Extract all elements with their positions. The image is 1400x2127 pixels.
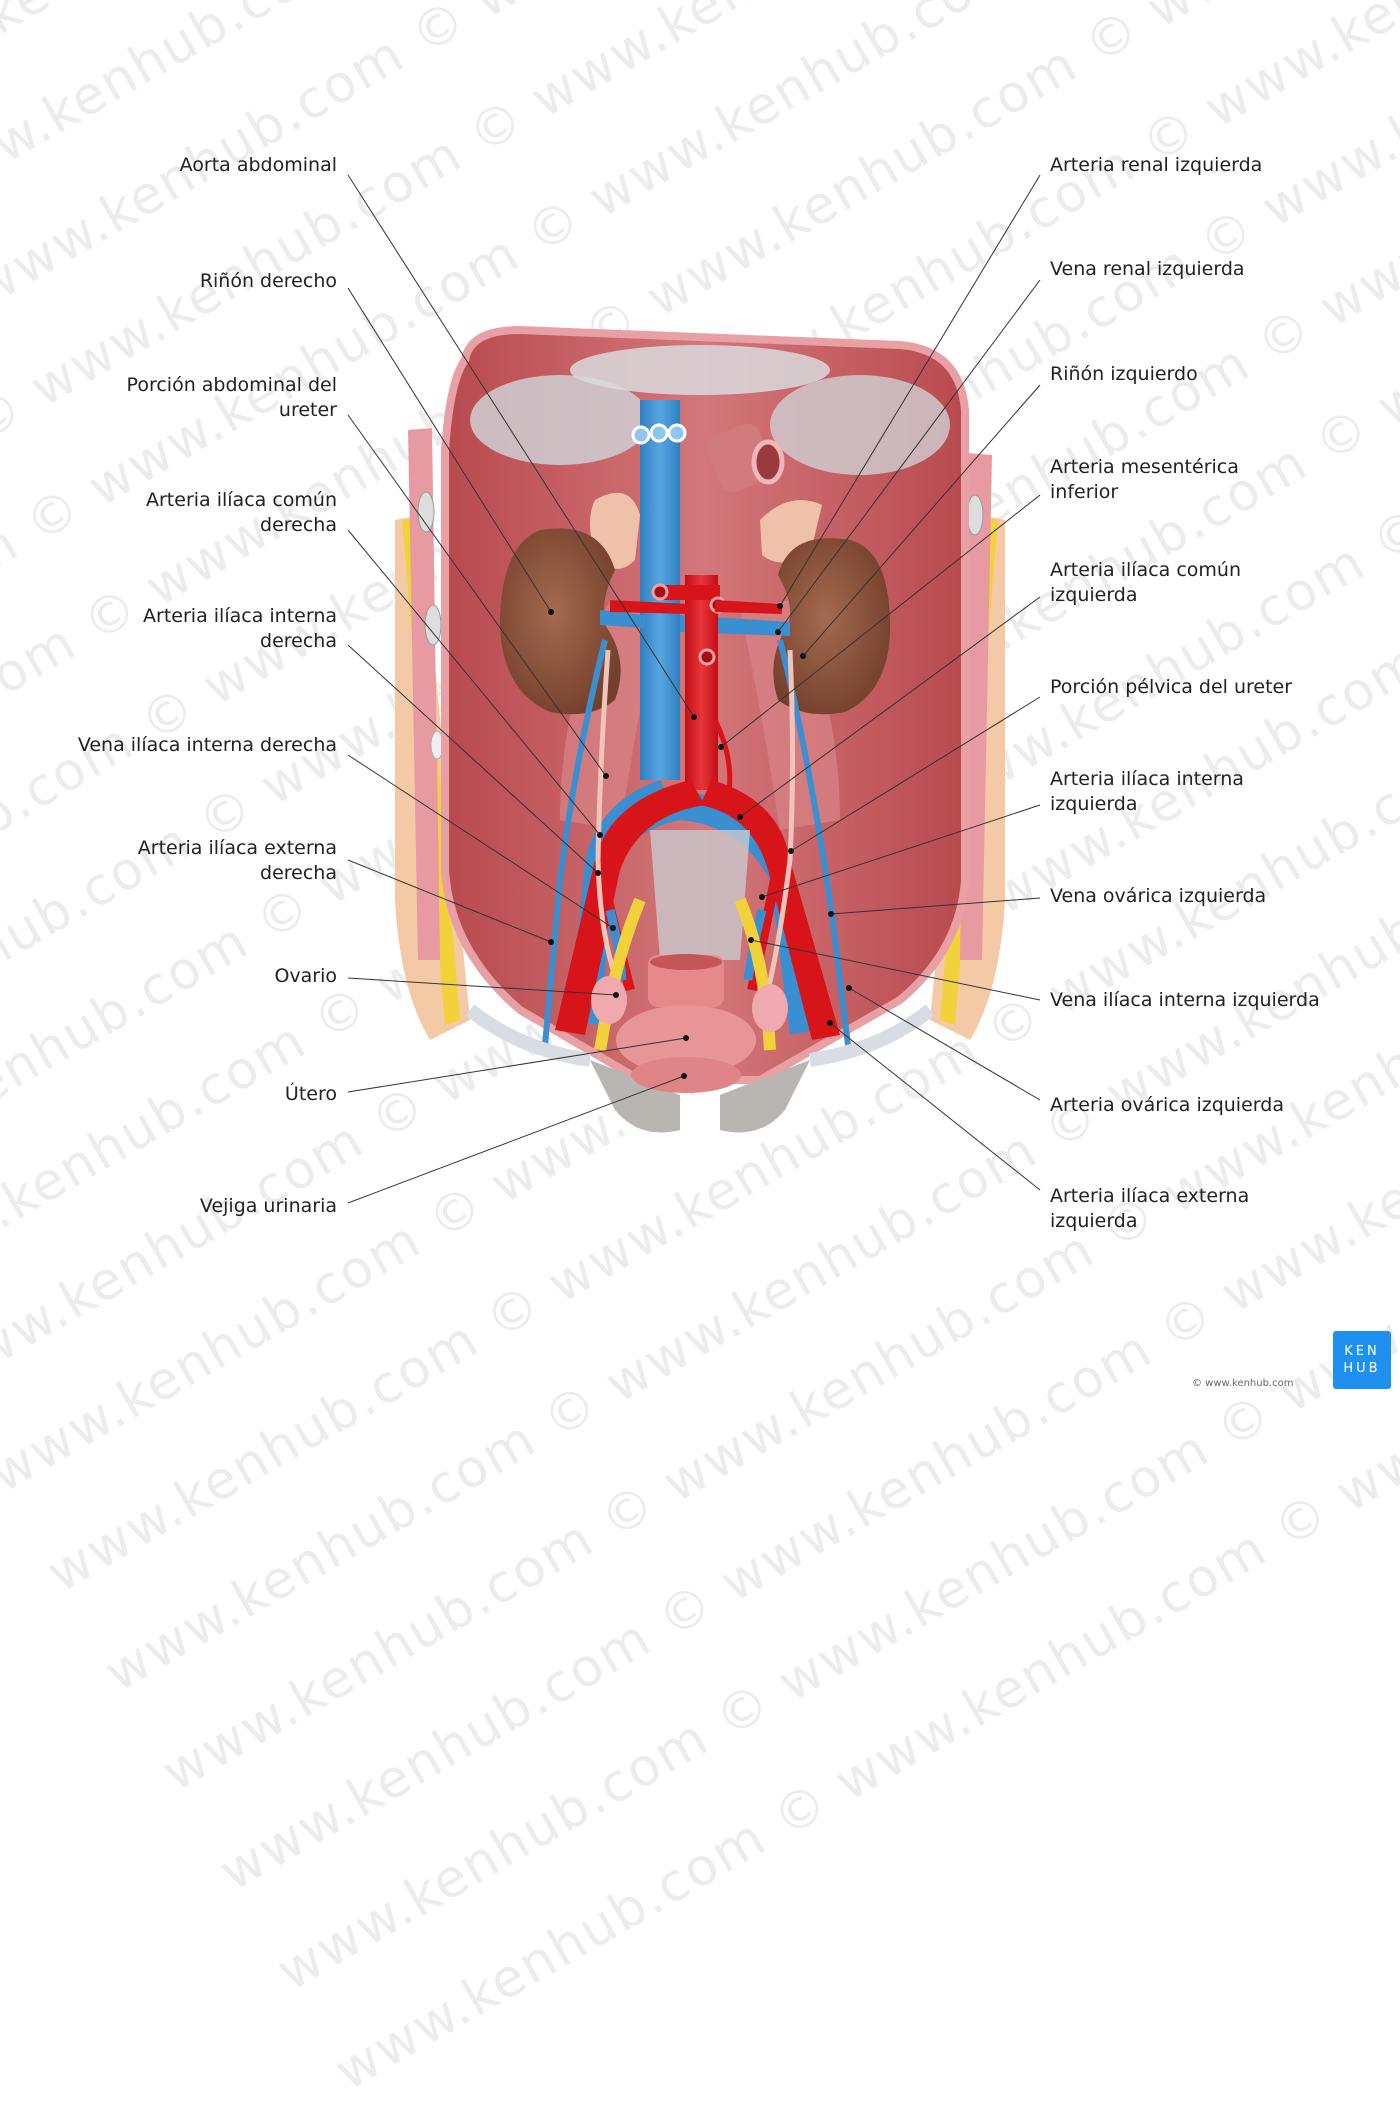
label-vejiga-urinaria[interactable]: Vejiga urinaria: [200, 1194, 337, 1219]
label-line: Arteria renal izquierda: [1050, 154, 1263, 176]
label-arteria-iliaca-interna-izquierda[interactable]: Arteria ilíaca interna izquierda: [1050, 767, 1244, 817]
ovary-left: [752, 984, 788, 1032]
label-arteria-iliaca-externa-izquierda[interactable]: Arteria ilíaca externa izquierda: [1050, 1184, 1249, 1234]
label-rinon-izquierdo[interactable]: Riñón izquierdo: [1050, 362, 1198, 387]
label-line: Arteria ilíaca interna: [143, 605, 337, 627]
label-line: Útero: [284, 1083, 337, 1105]
urinary-bladder: [631, 1057, 741, 1093]
label-arteria-iliaca-interna-derecha[interactable]: Arteria ilíaca interna derecha: [143, 604, 337, 654]
label-vena-iliaca-interna-izquierda[interactable]: Vena ilíaca interna izquierda: [1050, 988, 1320, 1013]
label-aorta-abdominal[interactable]: Aorta abdominal: [180, 153, 337, 178]
kenhub-logo[interactable]: KEN HUB: [1333, 1331, 1391, 1389]
label-line: Porción abdominal del: [126, 374, 337, 396]
label-line: Arteria ilíaca externa: [1050, 1185, 1250, 1207]
label-arteria-iliaca-externa-derecha[interactable]: Arteria ilíaca externa derecha: [138, 836, 337, 886]
label-ovario[interactable]: Ovario: [274, 964, 337, 989]
label-line: Riñón izquierdo: [1050, 363, 1198, 385]
label-vena-ovarica-izquierda[interactable]: Vena ovárica izquierda: [1050, 884, 1266, 909]
label-line: inferior: [1050, 481, 1119, 503]
copyright-text: © www.kenhub.com: [1192, 1378, 1294, 1389]
label-line: izquierda: [1050, 1210, 1138, 1232]
label-arteria-iliaca-comun-izquierda[interactable]: Arteria ilíaca común izquierda: [1050, 558, 1241, 608]
label-line: Arteria mesentérica: [1050, 456, 1239, 478]
label-line: Porción pélvica del ureter: [1050, 676, 1293, 698]
label-line: izquierda: [1050, 584, 1138, 606]
label-line: Arteria ilíaca común: [146, 489, 337, 511]
label-line: Arteria ilíaca común: [1050, 559, 1241, 581]
label-arteria-renal-izquierda[interactable]: Arteria renal izquierda: [1050, 153, 1262, 178]
ovary-right: [591, 976, 627, 1024]
label-line: Aorta abdominal: [179, 154, 337, 176]
label-arteria-ovarica-izquierda[interactable]: Arteria ovárica izquierda: [1050, 1093, 1284, 1118]
label-rinon-derecho[interactable]: Riñón derecho: [200, 269, 337, 294]
label-line: Arteria ilíaca interna: [1050, 768, 1244, 790]
label-line: derecha: [260, 862, 337, 884]
label-porcion-pelvica-ureter[interactable]: Porción pélvica del ureter: [1050, 675, 1292, 700]
label-line: Riñón derecho: [199, 270, 337, 292]
label-line: derecha: [260, 630, 337, 652]
label-line: Ovario: [274, 965, 337, 987]
logo-line-1: KEN: [1344, 1344, 1380, 1359]
label-arteria-iliaca-comun-derecha[interactable]: Arteria ilíaca común derecha: [146, 488, 337, 538]
label-vena-renal-izquierda[interactable]: Vena renal izquierda: [1050, 257, 1245, 282]
label-line: Arteria ovárica izquierda: [1050, 1094, 1284, 1116]
label-porcion-abdominal-ureter[interactable]: Porción abdominal del ureter: [127, 373, 337, 423]
label-utero[interactable]: Útero: [285, 1082, 337, 1107]
label-line: ureter: [278, 399, 337, 421]
logo-line-2: HUB: [1343, 1361, 1381, 1376]
label-line: Vejiga urinaria: [199, 1195, 337, 1217]
label-line: Vena renal izquierda: [1050, 258, 1245, 280]
label-vena-iliaca-interna-derecha[interactable]: Vena ilíaca interna derecha: [78, 733, 337, 758]
esophagus: [707, 423, 785, 493]
label-line: Arteria ilíaca externa: [137, 837, 337, 859]
label-line: Vena ovárica izquierda: [1050, 885, 1267, 907]
label-line: Vena ilíaca interna izquierda: [1050, 989, 1320, 1011]
label-line: Vena ilíaca interna derecha: [77, 734, 337, 756]
label-line: izquierda: [1050, 793, 1138, 815]
label-arteria-mesenterica-inferior[interactable]: Arteria mesentérica inferior: [1050, 455, 1239, 505]
label-line: derecha: [260, 514, 337, 536]
